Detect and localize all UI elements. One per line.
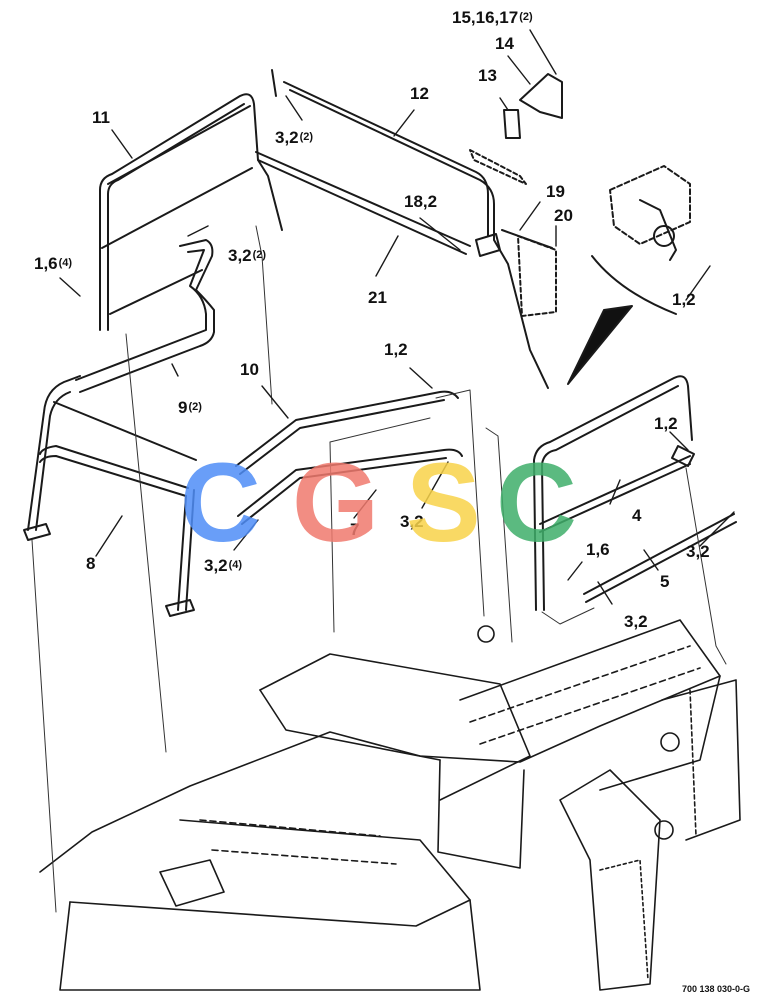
rail-12 [271, 69, 549, 389]
leader-lines [59, 29, 735, 605]
guard-rail-11 [99, 93, 283, 331]
callout-8: 8 [86, 554, 96, 573]
callout-10: 10 [240, 360, 259, 379]
callout-20: 20 [554, 206, 573, 225]
baler-body [39, 619, 741, 991]
callout-7: 7 [350, 520, 360, 539]
callout-14: 14 [495, 34, 514, 53]
callout-1-6-lower: 1,6 [586, 540, 610, 559]
cgsc-watermark-logo: C G S C [180, 440, 590, 565]
callout-5: 5 [660, 572, 670, 591]
callout-12: 12 [410, 84, 429, 103]
inset-detail [567, 165, 691, 385]
callout-4: 4 [632, 506, 642, 525]
callout-1-2-inset: 1,2 [672, 290, 696, 309]
callout-3-2-left: 3,2(2) [228, 246, 267, 265]
rail-9 [75, 239, 215, 393]
callout-21: 21 [368, 288, 387, 307]
callout-3-2-upper: 3,2(2) [275, 128, 314, 147]
callout-19: 19 [546, 182, 565, 201]
rail-10 [235, 390, 459, 475]
callout-11: 11 [92, 108, 110, 127]
rail-21 [255, 151, 471, 255]
callout-9: 9(2) [178, 398, 202, 417]
callout-3-2-bottom: 3,2 [624, 612, 648, 631]
callout-18-2: 18,2 [404, 192, 438, 211]
callout-3-2-qty4: 3,2(4) [204, 556, 243, 575]
figure-number: 700 138 030-0-G [681, 984, 750, 994]
callout-3-2-far-right: 3,2 [686, 542, 710, 561]
callout-3-2-center: 3,2 [400, 512, 424, 531]
rail-7 [237, 448, 463, 525]
callout-1-2-middle: 1,2 [384, 340, 408, 359]
guard-frame-4 [533, 375, 695, 611]
callout-13: 13 [478, 66, 497, 85]
callout-1-6-qty4: 1,6(4) [34, 254, 73, 273]
bracket-13-14 [469, 73, 563, 317]
callout-15-16-17: 15,16,17(2) [452, 8, 533, 27]
reference-lines [31, 225, 727, 913]
callout-1-2-right: 1,2 [654, 414, 678, 433]
watermark-letter: C [180, 440, 261, 565]
watermark-letter: S [406, 440, 481, 565]
guard-frame-8 [23, 375, 197, 617]
watermark-letter: G [292, 440, 380, 565]
watermark-letter: C [496, 440, 577, 565]
